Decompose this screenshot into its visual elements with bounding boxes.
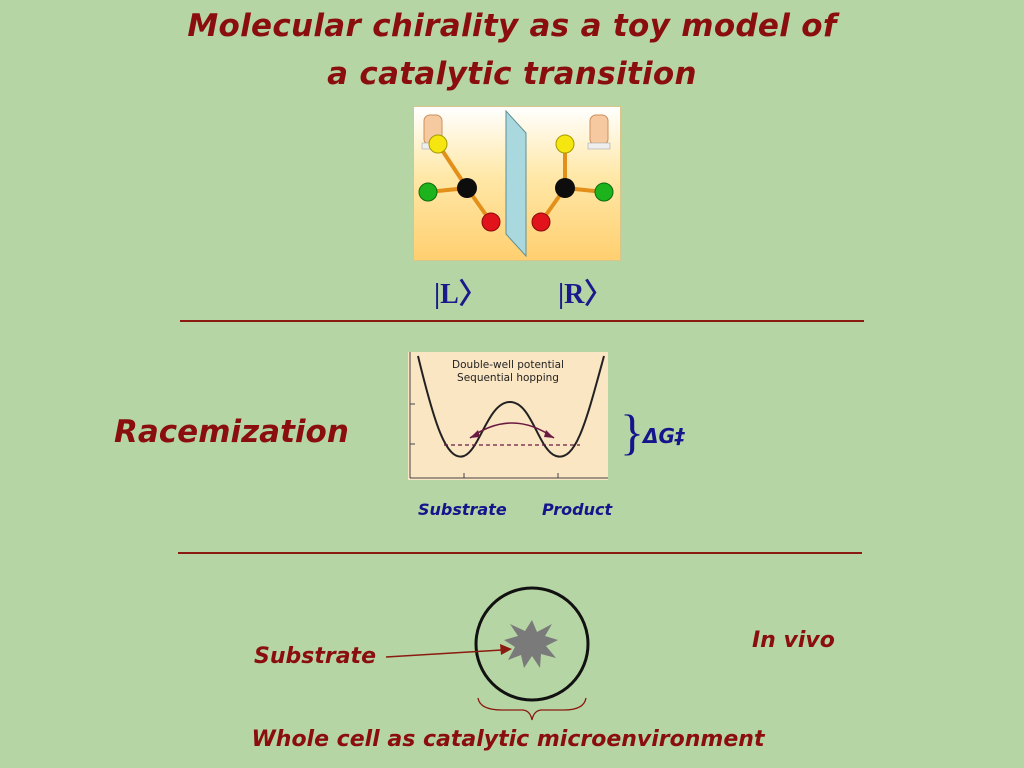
title-line-1: Molecular chirality as a toy model of <box>187 8 837 44</box>
cell-circle <box>474 586 590 702</box>
mirror-molecules-svg <box>418 109 614 258</box>
double-well-plot: Double-well potential Sequential hopping <box>408 352 608 480</box>
title-line-2: a catalytic transition <box>327 56 697 92</box>
barrier-label: ΔG‡ <box>643 424 685 448</box>
cell-caption: Whole cell as catalytic microenvironment <box>251 727 765 752</box>
substrate-starburst-icon <box>504 620 558 668</box>
ket-left: |L〉 <box>434 279 487 310</box>
divider-bottom <box>178 552 862 554</box>
double-well-svg <box>409 352 608 479</box>
cell-brace <box>477 697 587 721</box>
plot-substrate-label: Substrate <box>418 500 507 519</box>
plot-product-label: Product <box>542 500 613 519</box>
racemization-label: Racemization <box>114 414 349 450</box>
right-hand-icon <box>587 114 611 150</box>
substrate-arrow <box>385 644 512 658</box>
ket-right: |R〉 <box>558 279 613 310</box>
chirality-illustration <box>413 106 621 261</box>
divider-top <box>180 320 864 322</box>
barrier-brace: } <box>620 404 644 460</box>
plot-title-line-1: Double-well potential <box>452 359 564 371</box>
cell-diagram <box>474 586 590 721</box>
plot-title-line-2: Sequential hopping <box>457 372 559 384</box>
in-vivo-label: In vivo <box>752 628 835 653</box>
mirror-plane <box>505 109 527 258</box>
cell-substrate-label: Substrate <box>254 644 376 669</box>
